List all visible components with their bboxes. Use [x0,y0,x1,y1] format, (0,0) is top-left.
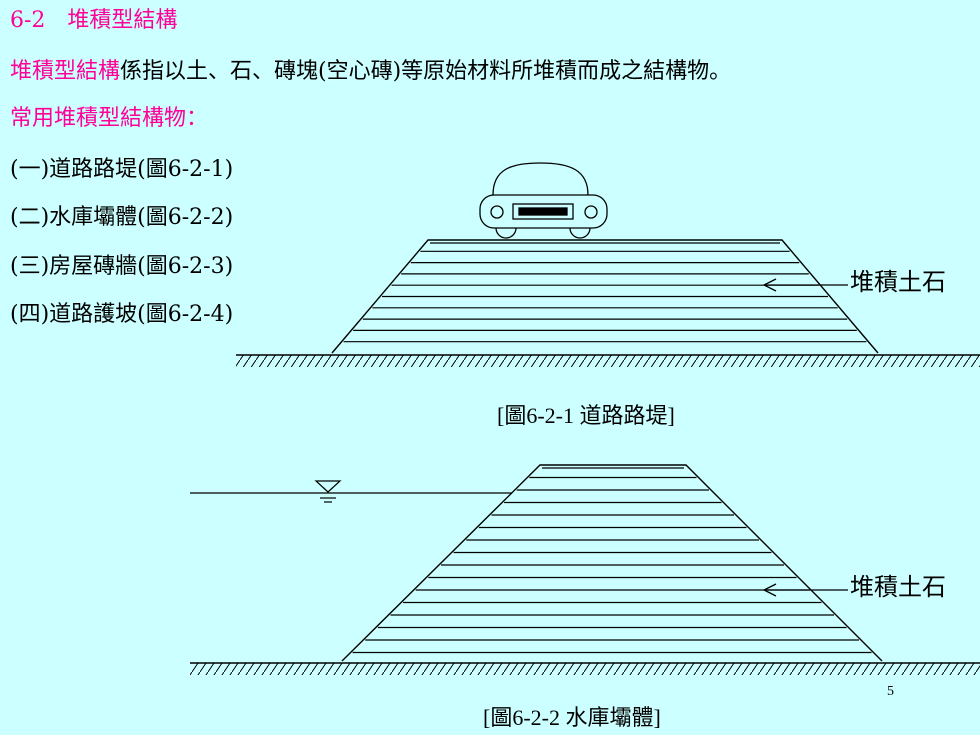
dam-layer-lines [352,467,872,654]
dam-figure [190,464,980,675]
definition-line: 堆積型結構係指以土、石、磚塊(空心磚)等原始材料所堆積而成之結構物。 [10,59,731,85]
list-item: (四)道路護坡(圖6-2-4) [10,302,234,327]
list-item: (三)房屋磚牆(圖6-2-3) [10,254,234,279]
road-embankment-figure [236,162,980,367]
fill-arrow [762,278,848,292]
list-item: (一)道路路堤(圖6-2-1) [10,157,234,182]
figure-caption: [圖6-2-1 道路路堤] [497,403,675,428]
definition-text: 係指以土、石、磚塊(空心磚)等原始材料所堆積而成之結構物。 [120,59,732,84]
fill-arrow [762,583,848,597]
embankment-outline [331,239,879,354]
common-structures-title: 常用堆積型結構物： [10,106,209,131]
list-item: (二)水庫壩體(圖6-2-2) [10,205,234,230]
page-number: 5 [887,684,894,699]
embankment-layer-lines [343,242,867,343]
ground-hatch [190,663,980,675]
dam-outline [341,464,883,662]
water-level-symbol [314,480,342,503]
definition-term: 堆積型結構 [10,59,121,84]
section-heading: 6-2 堆積型結構 [10,8,178,33]
car-icon [479,162,608,239]
figure-caption: [圖6-2-2 水庫壩體] [483,705,661,730]
ground-hatch [236,355,980,367]
fill-label: 堆積土石 [850,575,946,601]
fill-label: 堆積土石 [850,270,946,296]
